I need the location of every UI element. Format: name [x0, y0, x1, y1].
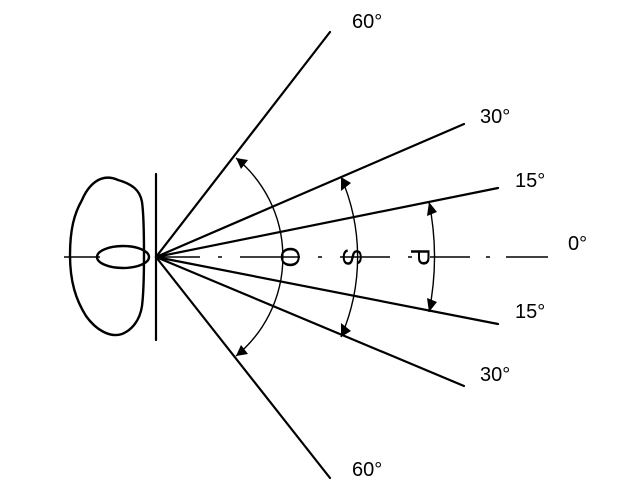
label-up-15: 15° [515, 170, 545, 192]
arrowhead-icon [341, 323, 351, 337]
ray-down-60 [154, 255, 332, 480]
arrowhead-icon [236, 345, 248, 356]
label-center-0: 0° [568, 233, 587, 255]
arrowhead-icon [341, 177, 351, 191]
beam-rays [154, 30, 500, 480]
lamp-icon [64, 172, 158, 342]
label-down-15: 15° [515, 301, 545, 323]
label-down-60: 60° [352, 459, 382, 481]
zone-s-arc [340, 176, 359, 338]
zone-p-arc [427, 201, 437, 313]
zone-letter-s: S [337, 248, 367, 266]
arrowhead-icon [236, 158, 248, 169]
ray-up-30 [154, 122, 466, 259]
ray-down-30 [154, 255, 466, 388]
bulb-filament [95, 244, 151, 270]
ray-up-15 [154, 186, 500, 259]
reflector-outline [68, 176, 146, 337]
arrowhead-icon [427, 202, 437, 216]
ray-down-15 [154, 255, 500, 326]
zone-letter-p: P [405, 248, 435, 266]
zone-letter-o: O [275, 246, 305, 267]
label-down-30: 30° [480, 364, 510, 386]
arrowhead-icon [427, 298, 437, 312]
zone-o-arc [235, 157, 284, 357]
label-up-30: 30° [480, 106, 510, 128]
ray-up-60 [154, 30, 332, 259]
label-up-60: 60° [352, 11, 382, 33]
